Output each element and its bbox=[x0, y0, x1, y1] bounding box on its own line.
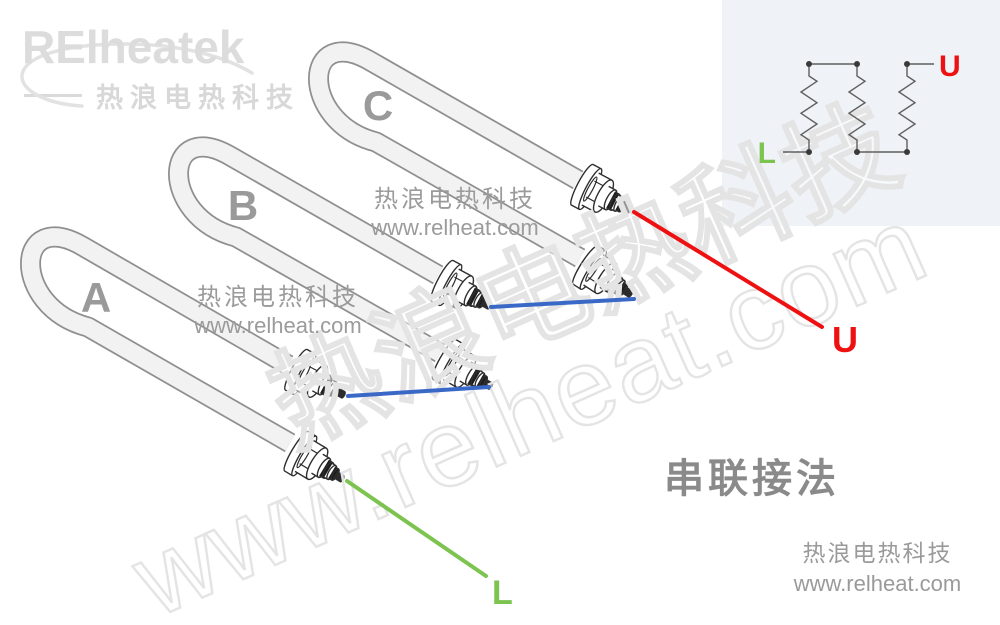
fitting-edge bbox=[285, 348, 316, 395]
terminal-fitting bbox=[570, 163, 632, 214]
fitting-edge bbox=[295, 357, 327, 398]
junction-node bbox=[806, 149, 812, 155]
fitting-face bbox=[340, 390, 346, 399]
fitting-edge bbox=[442, 347, 475, 388]
terminal-fitting bbox=[283, 430, 345, 483]
flange-inner-ring bbox=[296, 443, 313, 469]
wire-A-to-B bbox=[346, 385, 491, 398]
u-tube-body bbox=[309, 43, 585, 266]
watermark-url-text: www.relheat.com bbox=[194, 312, 362, 338]
resistor-symbol-3 bbox=[897, 64, 917, 152]
fitting-body bbox=[441, 269, 472, 308]
flange-inner-ring bbox=[442, 272, 458, 298]
u-tube-body bbox=[169, 138, 445, 361]
resistor-symbol-2 bbox=[847, 64, 867, 152]
junction-node bbox=[904, 61, 910, 67]
fitting-edge bbox=[581, 172, 613, 213]
junction-node bbox=[854, 149, 860, 155]
terminal-label-L: L bbox=[492, 574, 513, 612]
fitting-edge bbox=[441, 268, 473, 309]
fitting-face bbox=[626, 205, 632, 214]
flange-inner-ring bbox=[582, 176, 598, 202]
fitting-edge bbox=[294, 439, 327, 480]
footer-url-text: www.relheat.com bbox=[793, 571, 962, 597]
schematic-terminal-label-U: U bbox=[939, 50, 961, 83]
fitting-body bbox=[295, 358, 326, 397]
flange-inner-ring bbox=[444, 351, 460, 377]
junction-node bbox=[854, 61, 860, 67]
terminal-fitting bbox=[571, 244, 634, 298]
fitting-body bbox=[443, 348, 475, 388]
u-tube-body bbox=[21, 228, 295, 451]
wire-U-output bbox=[632, 210, 824, 329]
page-title: 串联接法 bbox=[664, 457, 840, 501]
footer: 热浪电热科技 www.relheat.com bbox=[770, 538, 985, 599]
logo-dash bbox=[24, 94, 82, 97]
series-circuit-schematic: LU bbox=[758, 50, 961, 170]
junction-node bbox=[806, 61, 812, 67]
fitting-body bbox=[295, 440, 327, 480]
fitting-edge bbox=[284, 431, 317, 477]
fitting-body bbox=[581, 173, 612, 212]
element-label-B: B bbox=[228, 182, 258, 229]
fitting-edge bbox=[583, 254, 617, 294]
terminal-label-U: U bbox=[832, 319, 858, 360]
heater-element-A: A bbox=[20, 226, 346, 483]
watermark-company-text: 热浪电热科技 bbox=[374, 186, 536, 213]
fitting-edge bbox=[572, 245, 607, 290]
brand-logo: RElheatek 热浪电热科技 bbox=[20, 21, 302, 115]
wire-L-input bbox=[345, 479, 488, 578]
fitting-edge bbox=[432, 338, 465, 385]
watermark-url-text: www.relheat.com bbox=[371, 214, 539, 240]
watermark-company-text: 热浪电热科技 bbox=[197, 284, 359, 311]
element-label-A: A bbox=[81, 274, 111, 321]
connection-wires: LU bbox=[345, 210, 858, 612]
fitting-face bbox=[339, 474, 345, 483]
fitting-body bbox=[583, 254, 616, 294]
watermark-block-lower: 热浪电热科技 www.relheat.com bbox=[153, 284, 403, 339]
schematic-panel bbox=[722, 0, 1000, 226]
junction-node bbox=[904, 149, 910, 155]
watermark-block-upper: 热浪电热科技 www.relheat.com bbox=[330, 186, 580, 241]
resistor-symbol-1 bbox=[799, 64, 819, 152]
schematic-terminal-label-L: L bbox=[758, 137, 776, 170]
fitting-edge bbox=[571, 163, 602, 210]
wire-B-to-C bbox=[489, 297, 636, 309]
flange-inner-ring bbox=[296, 361, 312, 387]
fitting-edge bbox=[431, 259, 462, 306]
terminal-fitting bbox=[430, 259, 492, 310]
logo-brand-text: RElheatek bbox=[22, 21, 245, 73]
logo-subtitle: 热浪电热科技 bbox=[96, 83, 300, 113]
element-label-C: C bbox=[363, 82, 393, 129]
terminal-fitting bbox=[284, 348, 346, 399]
footer-company-text: 热浪电热科技 bbox=[802, 540, 953, 566]
flange-inner-ring bbox=[585, 257, 602, 282]
heater-element-C: C bbox=[308, 41, 634, 298]
